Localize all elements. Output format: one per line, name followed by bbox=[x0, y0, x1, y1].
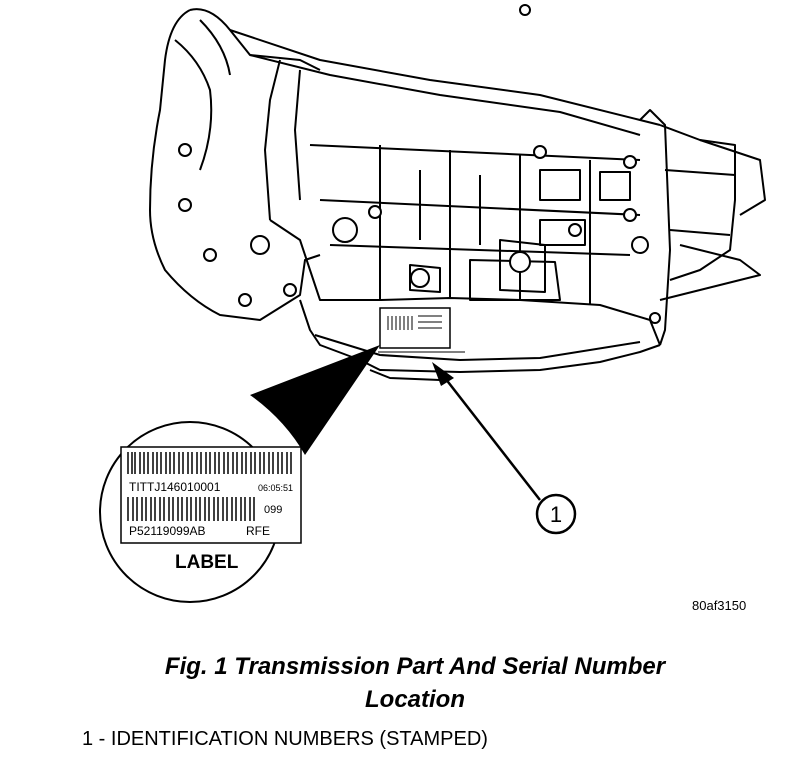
label-model: RFE bbox=[246, 524, 270, 538]
id-plate bbox=[378, 307, 465, 353]
callout-1: 1 bbox=[432, 362, 577, 535]
callout-number: 1 bbox=[550, 502, 562, 527]
figure-id: 80af3150 bbox=[692, 598, 747, 613]
barcode-1 bbox=[127, 452, 292, 474]
label-inset: TITTJ146010001 06:05:51 099 P52119099AB … bbox=[99, 421, 302, 603]
transmission-illustration: TITTJ146010001 06:05:51 099 P52119099AB … bbox=[99, 4, 766, 603]
caption-line-1: Fig. 1 Transmission Part And Serial Numb… bbox=[164, 653, 666, 680]
label-line1-time: 06:05:51 bbox=[258, 483, 293, 493]
caption-line-2: Location bbox=[365, 686, 465, 713]
legend-item-1: 1 - IDENTIFICATION NUMBERS (STAMPED) bbox=[82, 728, 488, 750]
bolt-heads bbox=[178, 4, 661, 324]
inset-pointer bbox=[250, 345, 380, 455]
callout-arrowhead bbox=[432, 362, 454, 386]
label-inset-caption: LABEL bbox=[175, 552, 239, 573]
barcode-2 bbox=[127, 497, 255, 521]
figure-caption: Fig. 1 Transmission Part And Serial Numb… bbox=[80, 650, 750, 716]
label-line1-code: TITTJ146010001 bbox=[129, 480, 221, 494]
callout-circle bbox=[535, 493, 577, 535]
transmission-body bbox=[149, 8, 766, 381]
label-part-number: P52119099AB bbox=[129, 524, 206, 538]
label-line2-code: 099 bbox=[264, 504, 282, 516]
